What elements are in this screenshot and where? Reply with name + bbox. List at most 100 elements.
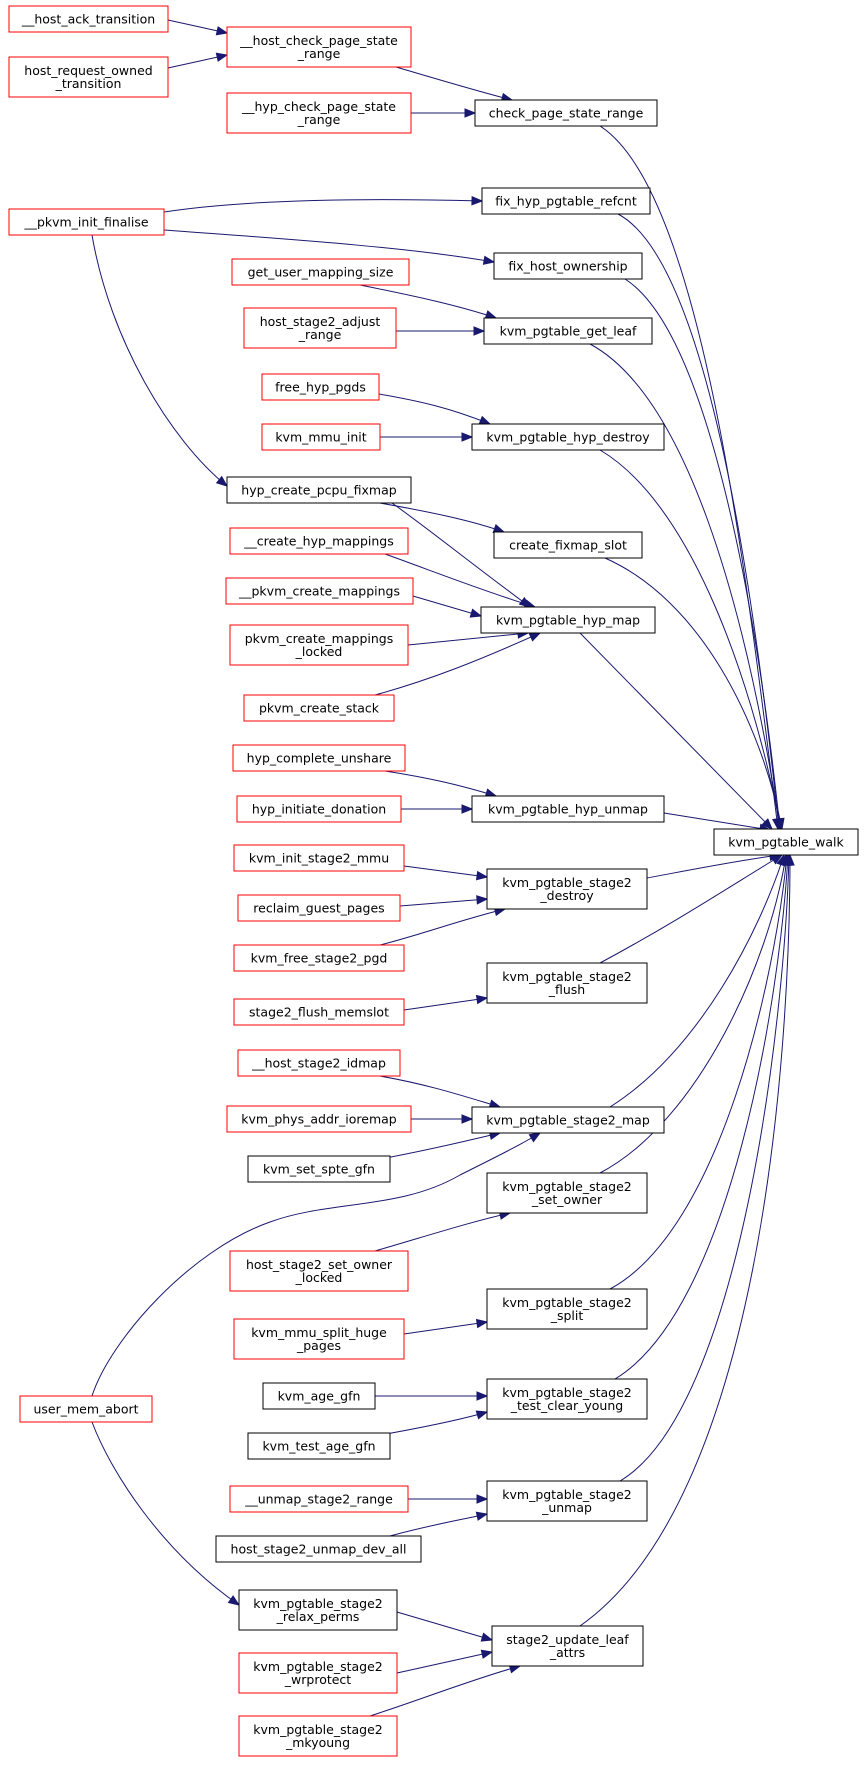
function-node-us2r[interactable]: __unmap_stage2_range <box>229 1485 409 1513</box>
function-node-s2flush[interactable]: kvm_pgtable_stage2_flush <box>486 962 648 1004</box>
function-node-hypunmap[interactable]: kvm_pgtable_hyp_unmap <box>471 795 665 823</box>
function-node-s2split[interactable]: kvm_pgtable_stage2_split <box>486 1288 648 1330</box>
function-node-hs2so[interactable]: host_stage2_set_owner_locked <box>229 1250 409 1292</box>
call-edge-wrprot-to-s2ula <box>396 1649 494 1674</box>
function-node-mmuinit[interactable]: kvm_mmu_init <box>261 423 381 451</box>
function-node-label: kvm_pgtable_walk <box>728 835 844 850</box>
function-node-gums[interactable]: get_user_mapping_size <box>231 258 410 286</box>
function-node-label: __host_ack_transition <box>21 12 155 27</box>
function-node-s2unmap[interactable]: kvm_pgtable_stage2_unmap <box>486 1480 648 1522</box>
function-node-label: kvm_pgtable_hyp_destroy <box>486 430 650 445</box>
function-node-pcpufix[interactable]: hyp_create_pcpu_fixmap <box>226 476 412 504</box>
function-node-label: host_stage2_unmap_dev_all <box>231 1542 407 1557</box>
function-node-crhyp[interactable]: __create_hyp_mappings <box>229 527 409 555</box>
call-edge-s2flush-to-walk <box>599 854 784 964</box>
call-edge-pinit-to-pcpufix <box>91 234 229 487</box>
function-node-label: host_stage2_set_owner <box>246 1257 393 1272</box>
function-node-fixown[interactable]: fix_host_ownership <box>493 252 643 280</box>
function-node-s2map[interactable]: kvm_pgtable_stage2_map <box>471 1106 665 1134</box>
function-node-hcu[interactable]: hyp_complete_unshare <box>232 744 406 772</box>
function-node-hypmap[interactable]: kvm_pgtable_hyp_map <box>480 606 656 634</box>
function-node-fixref[interactable]: fix_hyp_pgtable_refcnt <box>481 187 651 215</box>
call-edge-hid-to-hypunmap <box>401 804 474 814</box>
function-node-label: kvm_free_stage2_pgd <box>251 951 388 966</box>
call-edge-hs2adj-to-getleaf <box>396 326 486 336</box>
function-node-getleaf[interactable]: kvm_pgtable_get_leaf <box>483 317 653 345</box>
function-node-pkstack[interactable]: pkvm_create_stack <box>243 694 395 722</box>
call-edge-hs2id-to-s2map <box>379 1075 502 1109</box>
function-node-kis2[interactable]: kvm_init_stage2_mmu <box>233 844 405 872</box>
call-edge-s2split-to-walk <box>609 853 791 1290</box>
function-node-walk[interactable]: kvm_pgtable_walk <box>713 828 859 856</box>
function-node-label: reclaim_guest_pages <box>253 901 384 916</box>
function-node-kmsh[interactable]: kvm_mmu_split_huge_pages <box>233 1318 405 1360</box>
function-node-label: hyp_complete_unshare <box>247 751 392 766</box>
function-node-hid[interactable]: hyp_initiate_donation <box>236 795 402 823</box>
function-node-label: hyp_initiate_donation <box>252 802 386 817</box>
call-edge-hchk-to-cpsr <box>395 66 514 103</box>
function-node-label: __pkvm_init_finalise <box>23 215 148 230</box>
function-node-kssg[interactable]: kvm_set_spte_gfn <box>247 1155 391 1183</box>
function-node-label: kvm_pgtable_stage2 <box>502 1487 632 1502</box>
function-node-ktage[interactable]: kvm_test_age_gfn <box>247 1432 391 1460</box>
function-node-label: _destroy <box>539 888 594 903</box>
function-node-label: fix_host_ownership <box>508 259 627 274</box>
call-edge-hreq-to-hchk <box>167 52 229 69</box>
function-node-hypdes[interactable]: kvm_pgtable_hyp_destroy <box>471 423 665 451</box>
function-node-label: kvm_pgtable_stage2 <box>253 1596 383 1611</box>
function-node-relax[interactable]: kvm_pgtable_stage2_relax_perms <box>238 1589 398 1631</box>
function-node-label: kvm_pgtable_stage2_map <box>486 1113 650 1128</box>
function-node-label: kvm_mmu_split_huge <box>251 1325 387 1340</box>
function-node-label: _range <box>297 46 341 61</box>
call-edge-hack-to-hchk <box>167 19 229 36</box>
function-node-label: kvm_pgtable_stage2 <box>502 1385 632 1400</box>
function-node-label: _unmap <box>541 1500 592 1515</box>
function-node-label: _set_owner <box>531 1192 603 1207</box>
function-node-pinit[interactable]: __pkvm_init_finalise <box>8 208 165 236</box>
function-node-rgp[interactable]: reclaim_guest_pages <box>237 894 401 922</box>
function-node-freehyp[interactable]: free_hyp_pgds <box>261 373 380 401</box>
function-node-uma[interactable]: user_mem_abort <box>19 1395 153 1423</box>
function-node-s2own[interactable]: kvm_pgtable_stage2_set_owner <box>486 1172 648 1214</box>
function-node-label: kvm_pgtable_stage2 <box>253 1722 383 1737</box>
function-node-hack[interactable]: __host_ack_transition <box>8 5 169 33</box>
function-node-label: get_user_mapping_size <box>248 265 394 280</box>
function-node-label: kvm_pgtable_stage2 <box>253 1659 383 1674</box>
function-node-label: kvm_pgtable_get_leaf <box>500 324 637 339</box>
call-edge-kpai-to-s2map <box>411 1114 474 1124</box>
function-node-label: _transition <box>55 76 122 91</box>
function-node-s2fm[interactable]: stage2_flush_memslot <box>233 998 405 1026</box>
function-node-fixslot[interactable]: create_fixmap_slot <box>493 531 643 559</box>
function-node-label: __unmap_stage2_range <box>244 1492 393 1507</box>
function-node-hreq[interactable]: host_request_owned_transition <box>8 56 169 98</box>
function-node-cpsr[interactable]: check_page_state_range <box>474 99 658 127</box>
function-node-s2ula[interactable]: stage2_update_leaf_attrs <box>491 1625 644 1667</box>
function-node-kpai[interactable]: kvm_phys_addr_ioremap <box>226 1105 412 1133</box>
function-node-label: _wrprotect <box>284 1672 352 1687</box>
call-edge-kage-to-s2tcy <box>375 1391 489 1401</box>
call-edge-us2r-to-s2unmap <box>408 1494 489 1504</box>
call-edge-pkstack-to-hypmap <box>374 632 542 696</box>
function-node-hs2adj[interactable]: host_stage2_adjust_range <box>243 307 397 349</box>
call-edge-hypmap-to-walk <box>579 632 773 830</box>
function-node-s2des[interactable]: kvm_pgtable_stage2_destroy <box>486 868 648 910</box>
function-node-label: _attrs <box>549 1645 585 1660</box>
call-edges <box>91 19 795 1717</box>
function-node-pkcrm[interactable]: __pkvm_create_mappings <box>225 577 414 605</box>
function-node-pkcrml[interactable]: pkvm_create_mappings_locked <box>229 624 409 666</box>
function-node-wrprot[interactable]: kvm_pgtable_stage2_wrprotect <box>238 1652 398 1694</box>
function-node-yhchk[interactable]: __hyp_check_page_state_range <box>226 92 412 134</box>
function-node-hchk[interactable]: __host_check_page_state_range <box>226 26 412 68</box>
call-edge-fixslot-to-walk <box>604 557 785 831</box>
function-node-hs2id[interactable]: __host_stage2_idmap <box>237 1049 401 1077</box>
function-node-label: _pages <box>296 1338 341 1353</box>
function-node-kage[interactable]: kvm_age_gfn <box>262 1382 376 1410</box>
function-node-hs2ud[interactable]: host_stage2_unmap_dev_all <box>215 1535 422 1563</box>
function-node-label: _range <box>297 112 341 127</box>
function-node-s2tcy[interactable]: kvm_pgtable_stage2_test_clear_young <box>486 1378 648 1420</box>
function-node-kfs2[interactable]: kvm_free_stage2_pgd <box>233 944 405 972</box>
function-node-label: free_hyp_pgds <box>275 380 366 395</box>
function-node-label: __host_stage2_idmap <box>251 1056 386 1071</box>
function-node-label: pkvm_create_stack <box>259 701 380 716</box>
function-node-mkyoung[interactable]: kvm_pgtable_stage2_mkyoung <box>238 1715 398 1757</box>
